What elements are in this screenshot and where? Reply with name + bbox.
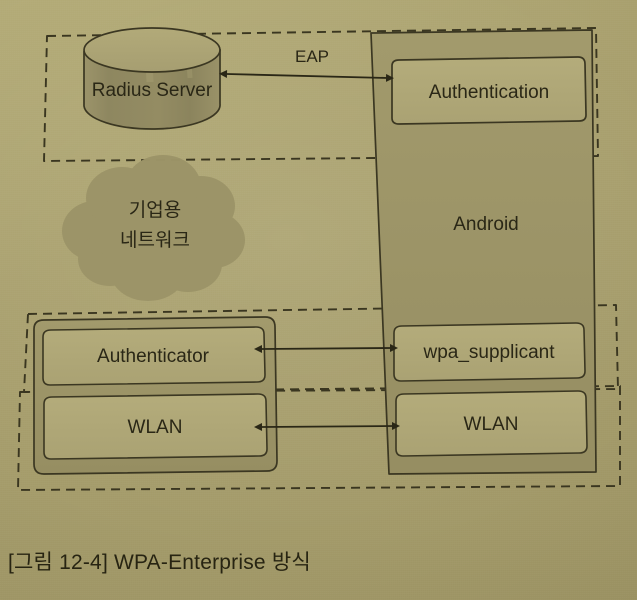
enterprise-network-node: 기업용 네트워크 — [62, 155, 245, 301]
figure-caption: [그림 12-4] WPA-Enterprise 방식 — [8, 551, 311, 574]
wpa-supplicant-label: wpa_supplicant — [423, 342, 556, 363]
authenticator-supplicant-link — [254, 344, 398, 353]
wpa-supplicant-node: wpa_supplicant — [393, 322, 586, 382]
radius-server-label: Radius Server — [92, 80, 213, 101]
wlan-right-node: WLAN — [395, 390, 588, 457]
enterprise-network-label-line2: 네트워크 — [120, 229, 190, 251]
eap-link: EAP — [219, 47, 394, 82]
wlan-left-label: WLAN — [128, 417, 183, 438]
authenticator-node: Authenticator — [42, 326, 266, 386]
top-dashed-region — [43, 27, 599, 162]
authentication-node: Authentication — [391, 56, 587, 125]
wlan-wlan-link — [254, 422, 400, 431]
authentication-label: Authentication — [429, 82, 549, 103]
enterprise-network-label-line1: 기업용 — [129, 199, 181, 221]
android-label: Android — [453, 214, 519, 235]
wlan-right-label: WLAN — [464, 414, 519, 435]
radius-server-node: Radius Server — [83, 27, 221, 130]
eap-label: EAP — [295, 47, 329, 66]
wlan-left-node: WLAN — [43, 393, 268, 460]
authenticator-label: Authenticator — [97, 346, 210, 367]
